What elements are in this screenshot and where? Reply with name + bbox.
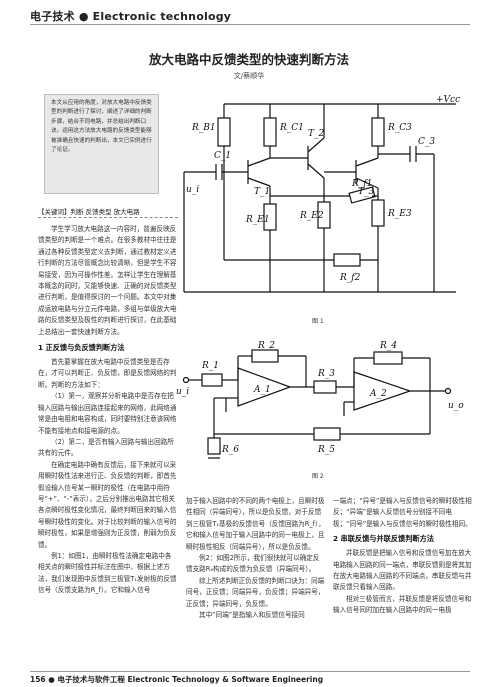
middle-paragraph-3: 综上所述判断正负反馈的判断口诀为：同端同号，正反馈；同端异号，负反馈；异端异号，… xyxy=(186,576,325,608)
paragraph-5: 例1：如图1，由瞬时极性法确定电路中各相关点的瞬时极性并标注在图中，根据上述方法… xyxy=(38,551,177,595)
middle-column: 加于输入回路中的不同的两个电极上，且瞬时极性相同（异端同号），所以是负反馈，对于… xyxy=(186,496,326,621)
rc1-label: R_C1 xyxy=(279,123,304,133)
paragraph-3: （2）第二，是否有输入回路与输出回路所共有的元件。 xyxy=(38,437,174,458)
keywords: 【关键词】判断 反馈类型 放大电路 xyxy=(38,208,140,216)
intro-paragraph: 学生学习放大电路这一内容时，普遍反映反馈类型的判断是一个难点。在很多教材中往往是… xyxy=(38,225,177,336)
a1-label: A_1 xyxy=(253,385,271,395)
paragraph-4: 在确定电路中确有反馈后，接下来就可以采用瞬时极性法来进行正、负反馈的判断，即首先… xyxy=(38,460,177,549)
a2-label: A_2 xyxy=(369,389,387,399)
figure2-caption: 图 2 xyxy=(312,473,324,480)
c1-label: C_1 xyxy=(214,151,231,161)
figure1-circuit: +Vcc R_B1 R_C1 R_C3 C_1 C_3 T_1 T_2 T_3 … xyxy=(183,95,460,293)
r4-label: R_4 xyxy=(379,341,397,351)
middle-paragraph-4: 其中“同端”是指输入和反馈信号接同 xyxy=(199,611,305,620)
uo-label: u_o xyxy=(448,401,464,411)
t1-label: T_1 xyxy=(254,187,270,197)
right-paragraph-3: 相对三极管而言，并联反馈是将反馈信号和输入信号同时加在输入回路中的同一电极 xyxy=(333,594,472,615)
t2-label: T_2 xyxy=(308,129,325,139)
re1-label: R_E1 xyxy=(245,215,270,225)
r6-label: R_6 xyxy=(221,445,239,455)
r3-label: R_3 xyxy=(317,369,335,379)
ui-label-fig2: u_i xyxy=(176,387,189,397)
rf2-label: R_f2 xyxy=(339,273,361,283)
page-footer: 156 ● 电子技术与软件工程 Electronic Technology & … xyxy=(30,675,324,684)
middle-paragraph-2: 例2：如图2所示，我们很快就可以确定反馈支路R₆构成的反馈为负反馈（异端同号）。 xyxy=(186,554,320,574)
article-title: 放大电路中反馈类型的快速判断方法 xyxy=(148,52,349,67)
rf1-label: R_f1 xyxy=(351,179,372,189)
rc3-label: R_C3 xyxy=(387,123,412,133)
paragraph-1: 首先要掌握在放大电路中反馈类型是否存在，才可以判断正、负反馈，即是反馈网络的判断… xyxy=(38,358,177,389)
t3-label: T_3 xyxy=(358,187,375,197)
re3-label: R_E3 xyxy=(387,209,412,219)
article-author: 文/蔡顺华 xyxy=(233,72,265,80)
vcc-label: +Vcc xyxy=(436,95,460,105)
keywords-rule xyxy=(38,217,178,218)
r1-label: R_1 xyxy=(201,361,219,371)
right-paragraph-1: 一端点；“异号”是输入与反馈信号的瞬时极性相反；“异端”是输入反馈信号分别接不同… xyxy=(333,497,472,528)
figure2-circuit: R_1 R_2 R_3 R_4 R_5 R_6 A_1 A_2 u_i u_o xyxy=(176,341,464,459)
left-column: 学生学习放大电路这一内容时，普遍反映反馈类型的判断是一个难点。在很多教材中往往是… xyxy=(38,224,178,597)
ui-label: u_i xyxy=(186,185,199,195)
r2-label: R_2 xyxy=(257,341,275,351)
section1-heading: 1 正反馈与负反馈判断方法 xyxy=(38,343,125,353)
header-rule xyxy=(30,24,470,25)
middle-paragraph-1: 加于输入回路中的不同的两个电极上，且瞬时极性相同（异端同号），所以是负反馈，对于… xyxy=(186,497,325,551)
footer-rule xyxy=(30,671,470,672)
re2-label: R_E2 xyxy=(299,211,324,221)
c3-label: C_3 xyxy=(418,137,435,147)
figure1-caption: 图 1 xyxy=(312,318,324,325)
abstract-box: 本文从应用的角度，对放大电路中反馈类型的判断进行了探讨，阐述了详细的判断步骤，结… xyxy=(44,94,159,194)
right-paragraph-2: 并联反馈是把输入信号和反馈信号加在放大电路输入回路的同一端点，串联反馈则是将其加… xyxy=(333,549,472,592)
r5-label: R_5 xyxy=(317,445,335,455)
rb1-label: R_B1 xyxy=(191,123,216,133)
journal-section-header: 电子技术 ● Electronic technology xyxy=(30,10,232,23)
right-column: 一端点；“异号”是输入与反馈信号的瞬时极性相反；“异端”是输入反馈信号分别接不同… xyxy=(333,496,473,617)
paragraph-2: （1）第一，观察并分析电路中是否存在把输入回路与输出回路连接起来的网络，此网络通… xyxy=(38,392,177,435)
section2-heading: 2 串联反馈与并联反馈判断方法 xyxy=(333,534,434,544)
